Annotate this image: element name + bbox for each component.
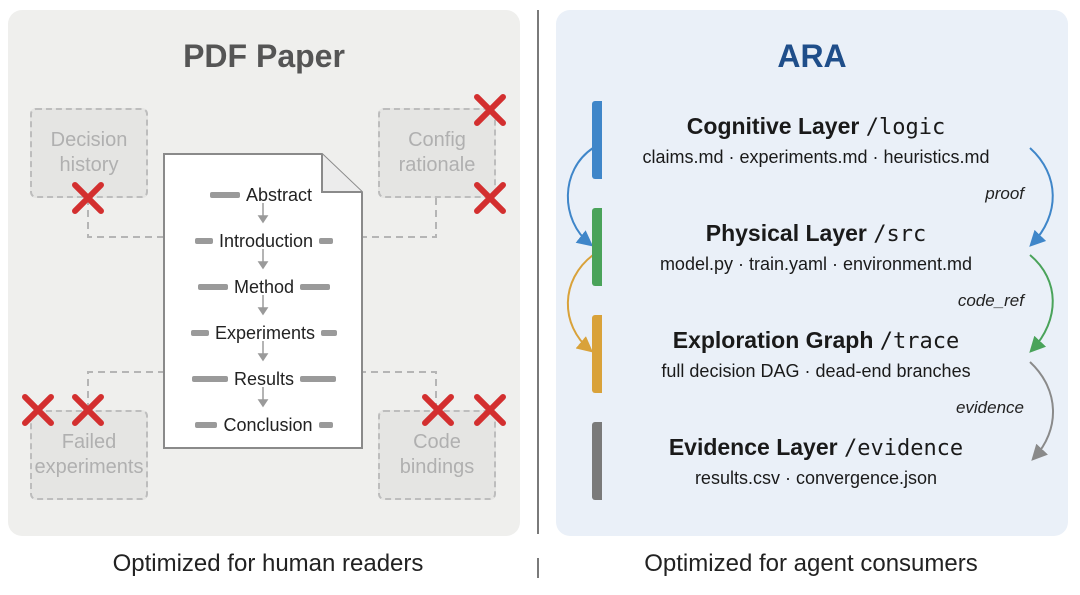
- text-line-icon: [195, 422, 218, 428]
- document-section-list: Abstract Introduction Method Experiments…: [166, 172, 362, 448]
- decision-history-label: Decision history: [50, 129, 128, 176]
- connector-failed-experiments: [87, 371, 164, 410]
- edge-label-evidence: evidence: [955, 398, 1024, 417]
- layer-path: /logic: [865, 115, 946, 140]
- ara-title: ARA: [777, 38, 847, 74]
- edge-label-proof: proof: [985, 184, 1024, 203]
- section-label: Method: [233, 276, 295, 297]
- connector-code-bindings: [362, 371, 437, 410]
- layer-path: /src: [873, 222, 927, 247]
- cross-icon: [72, 182, 104, 214]
- cross-icon: [72, 394, 104, 426]
- layer-contents: full decision DAG · dead-end branches: [661, 361, 971, 381]
- edge-src-to-trace-right: [1029, 254, 1054, 353]
- section-flow-arrows: [257, 203, 269, 408]
- cross-icon: [22, 394, 54, 426]
- section-row-introduction: Introduction: [166, 218, 362, 264]
- section-row-abstract: Abstract: [166, 172, 362, 218]
- text-line-icon: [194, 238, 213, 244]
- cross-icon: [474, 182, 506, 214]
- config-rationale-label: Config rationale: [398, 129, 476, 176]
- layer-name: Cognitive Layer: [686, 113, 860, 139]
- section-label: Abstract: [245, 184, 313, 205]
- layer-physical: Physical Layer /src model.py · train.yam…: [592, 208, 1030, 286]
- edge-logic-to-src-right: [1029, 147, 1054, 247]
- section-row-experiments: Experiments: [166, 310, 362, 356]
- connector-decision-history: [87, 198, 164, 238]
- section-row-method: Method: [166, 264, 362, 310]
- text-line-icon: [319, 238, 334, 244]
- cross-icon: [422, 394, 454, 426]
- caption-divider: [537, 558, 539, 578]
- section-label: Conclusion: [223, 414, 313, 435]
- layer-contents: results.csv · convergence.json: [694, 468, 938, 488]
- edge-logic-to-src-left: [566, 147, 594, 247]
- text-line-icon: [190, 330, 209, 336]
- pdf-paper-title: PDF Paper: [183, 38, 345, 74]
- section-label: Results: [233, 368, 295, 389]
- layer-name: Exploration Graph: [672, 327, 874, 353]
- layer-name: Evidence Layer: [668, 434, 838, 460]
- section-label: Experiments: [214, 322, 316, 343]
- left-caption: Optimized for human readers: [112, 550, 424, 577]
- ara-panel: ARA: [556, 10, 1068, 536]
- connector-config-rationale: [362, 198, 437, 238]
- panel-divider: [537, 10, 539, 534]
- text-line-icon: [300, 284, 331, 290]
- text-line-icon: [300, 376, 337, 382]
- edge-label-code-ref: code_ref: [957, 291, 1024, 310]
- edge-src-to-trace-left: [566, 254, 594, 353]
- document-fold: [321, 154, 362, 193]
- layer-exploration-graph: Exploration Graph /trace full decision D…: [592, 315, 1030, 393]
- layer-cognitive: Cognitive Layer /logic claims.md · exper…: [592, 101, 1030, 179]
- code-bindings-label: Code bindings: [399, 431, 475, 478]
- section-row-results: Results: [166, 356, 362, 402]
- decision-history-box: Decision history: [30, 108, 148, 198]
- edge-trace-to-evidence-right: [1029, 361, 1054, 461]
- layer-contents: claims.md · experiments.md · heuristics.…: [642, 147, 990, 167]
- cross-icon: [474, 94, 506, 126]
- layer-path: /evidence: [843, 436, 964, 461]
- layer-evidence: Evidence Layer /evidence results.csv · c…: [592, 422, 1030, 500]
- text-line-icon: [197, 284, 228, 290]
- layer-contents: model.py · train.yaml · environment.md: [659, 254, 973, 274]
- right-caption: Optimized for agent consumers: [644, 550, 978, 577]
- section-row-conclusion: Conclusion: [166, 402, 362, 448]
- text-line-icon: [321, 330, 338, 336]
- failed-experiments-label: Failed experiments: [34, 431, 144, 478]
- section-label: Introduction: [218, 230, 314, 251]
- cross-icon: [474, 394, 506, 426]
- layer-path: /trace: [879, 329, 960, 354]
- layer-name: Physical Layer: [705, 220, 867, 246]
- text-line-icon: [191, 376, 228, 382]
- text-line-icon: [318, 422, 333, 428]
- text-line-icon: [209, 192, 240, 198]
